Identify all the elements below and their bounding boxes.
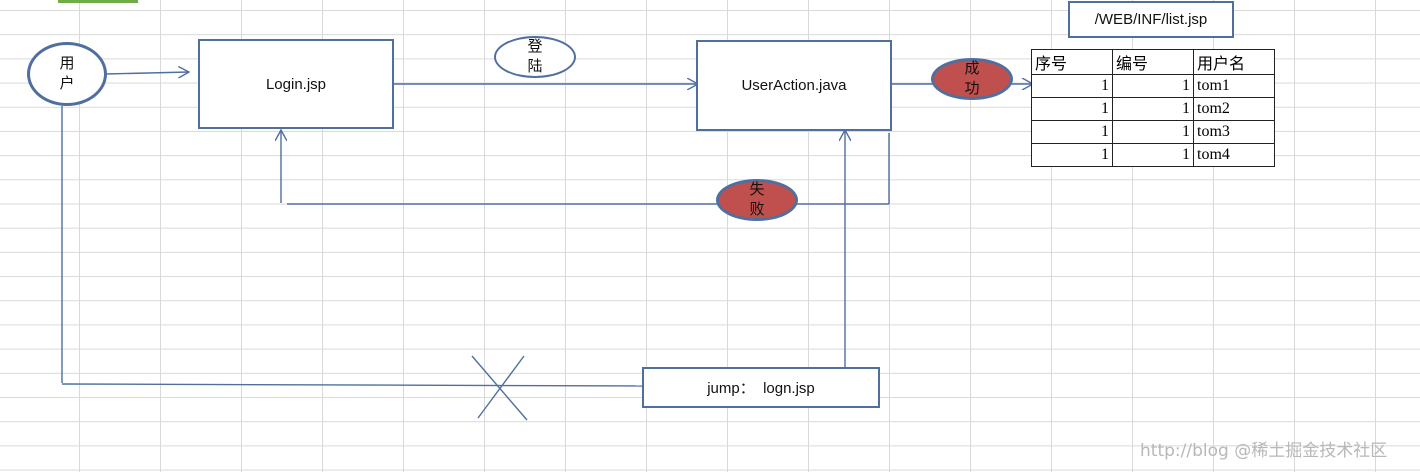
user-action-label: UserAction.java [741,77,847,94]
user-action-box: UserAction.java [696,40,892,131]
success-label-oval: 成功 [931,58,1013,100]
table-header-cell: 编号 [1112,49,1194,75]
watermark-text: http://blog @稀土掘金技术社区 [1140,441,1388,461]
table-cell: 1 [1031,74,1113,98]
table-header-cell: 序号 [1031,49,1113,75]
table-cell: 1 [1112,74,1194,98]
table-cell: 1 [1031,120,1113,144]
jump-label: jump： logn.jsp [707,380,815,397]
login-jsp-label: Login.jsp [265,75,327,93]
arrow-user-to-login [105,72,189,74]
table-row: 1 1 tom4 [1031,143,1275,167]
table-row: 1 1 tom1 [1031,74,1275,98]
login-submit-label: 登陆 [527,38,543,75]
jump-box: jump： logn.jsp [642,367,880,408]
login-jsp-box: Login.jsp [198,39,394,129]
table-cell: tom3 [1193,120,1275,144]
table-cell: 1 [1112,120,1194,144]
table-header-row: 序号 编号 用户名 [1031,49,1275,75]
table-row: 1 1 tom3 [1031,120,1275,144]
table-header-cell: 用户名 [1193,49,1275,75]
success-label: 成功 [964,60,980,97]
failure-label-oval: 失败 [716,179,798,221]
list-jsp-box: /WEB/INF/list.jsp [1068,1,1234,38]
table-row: 1 1 tom2 [1031,97,1275,121]
table-cell: 1 [1031,143,1113,167]
table-cell: tom2 [1193,97,1275,121]
sheet-selection-marker [58,0,138,3]
table-cell: 1 [1031,97,1113,121]
user-node: 用户 [27,42,107,106]
table-cell: tom4 [1193,143,1275,167]
table-cell: 1 [1112,143,1194,167]
user-line-to-jump [61,383,646,387]
user-label: 用户 [59,55,75,92]
user-list-table: 序号 编号 用户名 1 1 tom1 1 1 tom2 1 1 tom3 1 1… [1031,49,1275,167]
login-submit-label-oval: 登陆 [494,36,576,78]
failure-label: 失败 [749,181,765,218]
table-cell: tom1 [1193,74,1275,98]
cross-mark-b [477,355,525,419]
list-jsp-label: /WEB/INF/list.jsp [1094,11,1208,28]
table-cell: 1 [1112,97,1194,121]
